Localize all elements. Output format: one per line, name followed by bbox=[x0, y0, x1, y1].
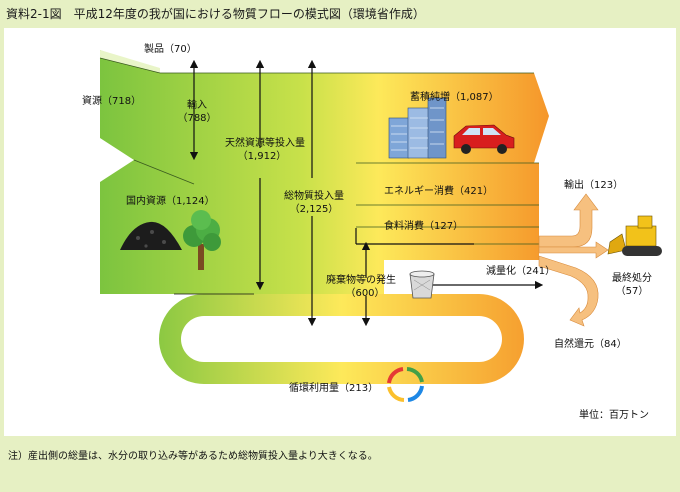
total-input-label: 総物質投入量 bbox=[284, 191, 344, 202]
natural-return-label: 自然還元（84） bbox=[554, 339, 627, 350]
coal-pile-icon bbox=[120, 221, 182, 250]
main-flow-band bbox=[100, 50, 549, 294]
exports-label: 輸出（123） bbox=[564, 180, 624, 191]
final-disposal-value: （57） bbox=[615, 286, 649, 297]
waste-value: （600） bbox=[345, 288, 385, 299]
natural-input-label: 天然資源等投入量 bbox=[225, 138, 305, 149]
trash-can-icon bbox=[409, 270, 435, 299]
products-inflow bbox=[100, 50, 160, 73]
waste-label: 廃棄物等の発生 bbox=[326, 275, 396, 286]
natural-return-arrow bbox=[538, 255, 599, 327]
natural-input-value: （1,912） bbox=[237, 151, 287, 162]
tree-icon bbox=[183, 210, 221, 270]
resources-label: 資源（718） bbox=[82, 96, 142, 107]
unit-label: 単位：百万トン bbox=[579, 410, 649, 421]
exports-arrow bbox=[538, 193, 599, 248]
recycling-loop bbox=[159, 294, 524, 384]
final-disposal-label: 最終処分 bbox=[612, 273, 652, 284]
flow-divider-lines bbox=[99, 57, 539, 245]
total-input-value: （2,125） bbox=[289, 204, 339, 215]
material-flow-diagram bbox=[99, 50, 662, 402]
energy-label: エネルギー消費（421） bbox=[384, 186, 494, 197]
final-disposal-arrow bbox=[538, 241, 609, 259]
diagram-panel: 製品（70） 資源（718） 輸入 （788） 天然資源等投入量 （1,912）… bbox=[4, 28, 676, 436]
buildings-icon bbox=[388, 97, 447, 159]
stock-increase-label: 蓄積純増（1,087） bbox=[410, 92, 499, 103]
footnote: 注）産出側の総量は、水分の取り込み等があるため総物質投入量より大きくなる。 bbox=[8, 451, 378, 462]
imports-label: 輸入 bbox=[187, 100, 207, 111]
figure-title: 資料2-1図 平成12年度の我が国における物質フローの模式図（環境省作成） bbox=[6, 7, 425, 21]
recycle-icon bbox=[387, 367, 424, 402]
measure-arrows bbox=[189, 59, 544, 327]
imports-value: （788） bbox=[177, 113, 217, 124]
domestic-resources-label: 国内資源（1,124） bbox=[126, 196, 215, 207]
car-icon bbox=[453, 124, 515, 154]
bulldozer-icon bbox=[607, 215, 662, 256]
recycling-label: 循環利用量（213） bbox=[289, 383, 379, 394]
reduction-label: 減量化（241） bbox=[486, 266, 556, 277]
food-label: 食料消費（127） bbox=[384, 221, 464, 232]
products-label: 製品（70） bbox=[144, 44, 197, 55]
